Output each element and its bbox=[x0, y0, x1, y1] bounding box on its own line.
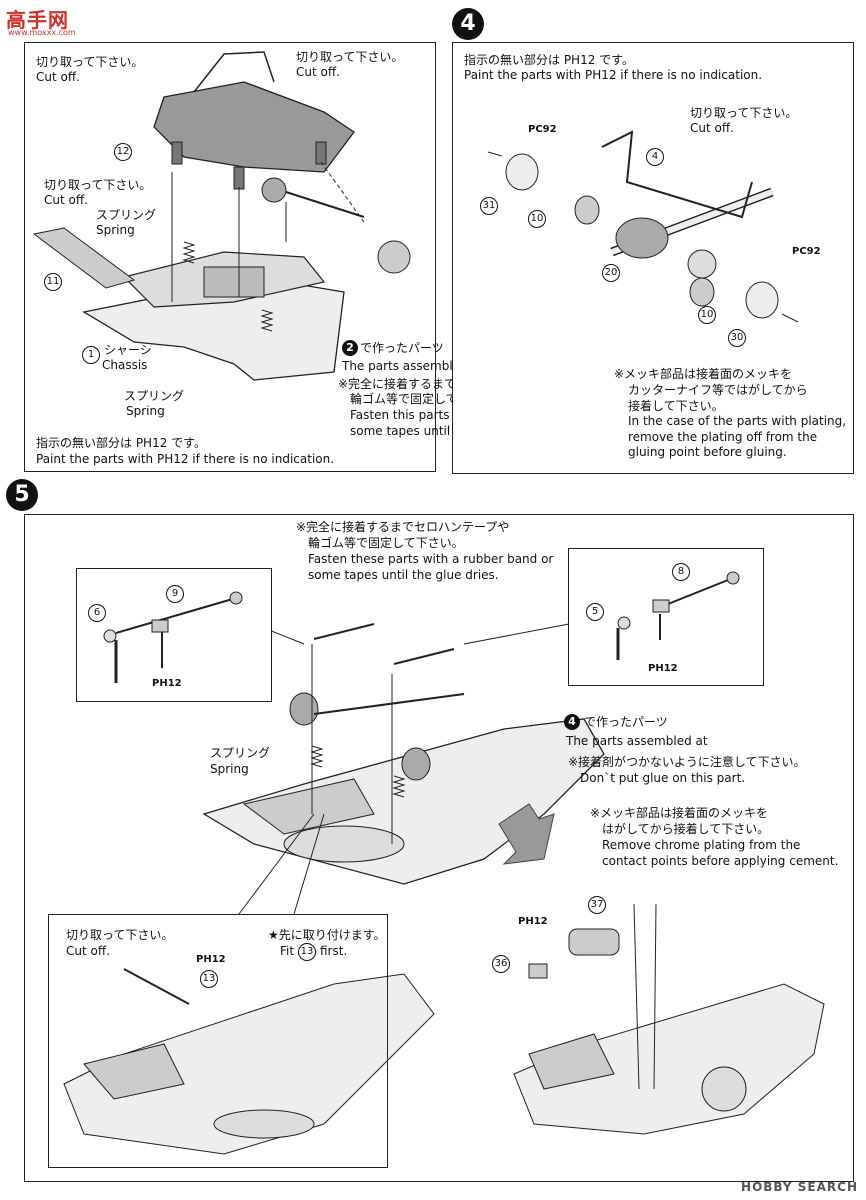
step4-plating-en1: In the case of the parts with plating, bbox=[628, 414, 847, 428]
step5-fit-jp: ★先に取り付けます。 bbox=[268, 928, 386, 942]
step5-inset-right-illustration bbox=[616, 571, 740, 660]
step5-inset-bottom bbox=[48, 914, 388, 1168]
step3-chassis-en: Chassis bbox=[102, 358, 148, 372]
part-36: 36 bbox=[492, 955, 510, 973]
step-ref-2-badge: 2 bbox=[342, 340, 358, 356]
step5-spring-jp: スプリング bbox=[210, 746, 271, 760]
step5-fit-en-pre: Fit bbox=[280, 944, 295, 958]
step4-pc-1: PC92 bbox=[528, 124, 557, 135]
step5-ph-right: PH12 bbox=[648, 663, 678, 674]
step4-plating-jp1: ※メッキ部品は接着面のメッキを bbox=[614, 367, 793, 381]
step3-paint-jp: 指示の無い部分は PH12 です。 bbox=[36, 436, 206, 450]
step4-plating-jp2: カッターナイフ等ではがしてから bbox=[628, 383, 808, 397]
part-37: 37 bbox=[588, 896, 606, 914]
step5-chrome-en1: Remove chrome plating from the bbox=[602, 838, 801, 852]
part-10a: 10 bbox=[528, 210, 546, 228]
site-url: www.moxxx.com bbox=[8, 28, 76, 37]
step5-chrome-jp1: ※メッキ部品は接着面のメッキを bbox=[590, 806, 769, 820]
step4-illustration bbox=[487, 130, 799, 323]
step3-spring-2-en: Spring bbox=[126, 404, 165, 418]
part-10b: 10 bbox=[698, 306, 716, 324]
part-11: 11 bbox=[44, 273, 62, 291]
step4-paint-en: Paint the parts with PH12 if there is no… bbox=[464, 68, 763, 82]
step3-cutoff-1-en: Cut off. bbox=[36, 70, 80, 84]
step5-ph-37: PH12 bbox=[518, 916, 548, 927]
step4-pc-2: PC92 bbox=[792, 246, 821, 257]
step5-chrome-jp2: はがしてから接着して下さい。 bbox=[602, 822, 770, 836]
step5-fit-en-post: first. bbox=[320, 944, 348, 958]
step3-cutoff-2-en: Cut off. bbox=[296, 65, 340, 79]
part-9: 9 bbox=[166, 585, 184, 603]
step4-panel bbox=[452, 42, 854, 474]
step3-spring-1-jp: スプリング bbox=[96, 208, 157, 222]
step3-chassis-jp: シャーシ bbox=[104, 343, 152, 357]
step3-spring-1-en: Spring bbox=[96, 223, 135, 237]
part-12: 12 bbox=[114, 143, 132, 161]
site-logo: 高手网 bbox=[6, 8, 69, 32]
step3-cutoff-3-en: Cut off. bbox=[44, 193, 88, 207]
step4-badge: 4 bbox=[452, 8, 484, 40]
step5-note-en1: Fasten these parts with a rubber band or bbox=[308, 552, 554, 566]
step3-assembled-en: The parts assembled at bbox=[342, 359, 484, 373]
step5-spring-en: Spring bbox=[210, 762, 249, 776]
step5-note-en2: some tapes until the glue dries. bbox=[308, 568, 499, 582]
step-ref-4-badge: 4 bbox=[564, 714, 580, 730]
step3-cutoff-2-jp: 切り取って下さい。 bbox=[296, 50, 404, 64]
step3-cutoff-3-jp: 切り取って下さい。 bbox=[44, 178, 152, 192]
step5-badge: 5 bbox=[6, 479, 38, 511]
step4-plating-en3: gluing point before gluing. bbox=[628, 445, 787, 459]
part-8: 8 bbox=[672, 563, 690, 581]
step5-noglue-jp: ※接着剤がつかないように注意して下さい。 bbox=[568, 755, 806, 769]
part-20: 20 bbox=[602, 264, 620, 282]
step5-noglue-en: Don`t put glue on this part. bbox=[580, 771, 746, 785]
step5-chrome-en2: contact points before applying cement. bbox=[602, 854, 839, 868]
step5-assembled-en: The parts assembled at bbox=[566, 734, 708, 748]
part-31: 31 bbox=[480, 197, 498, 215]
part-13: 13 bbox=[200, 970, 218, 988]
step4-plating-jp3: 接着して下さい。 bbox=[628, 399, 724, 413]
step5-cutoff-en: Cut off. bbox=[66, 944, 110, 958]
step4-cutoff-jp: 切り取って下さい。 bbox=[690, 106, 798, 120]
step3-cutoff-1-jp: 切り取って下さい。 bbox=[36, 55, 144, 69]
step5-cutoff-jp: 切り取って下さい。 bbox=[66, 928, 174, 942]
step3-paint-en: Paint the parts with PH12 if there is no… bbox=[36, 452, 335, 466]
step5-ph-13: PH12 bbox=[196, 954, 226, 965]
step5-main-illustration bbox=[63, 623, 825, 1155]
part-30: 30 bbox=[728, 329, 746, 347]
step5-note-jp1: ※完全に接着するまでセロハンテープや bbox=[296, 520, 510, 534]
part-4: 4 bbox=[646, 148, 664, 166]
step5-assembled-jp: で作ったパーツ bbox=[584, 715, 668, 729]
fit-part-13: 13 bbox=[298, 943, 316, 961]
step3-assembled-jp: で作ったパーツ bbox=[360, 341, 444, 355]
hobby-search-watermark: HOBBY SEARCH bbox=[741, 1180, 858, 1194]
step5-note-jp2: 輪ゴム等で固定して下さい。 bbox=[308, 536, 464, 550]
step4-cutoff-en: Cut off. bbox=[690, 121, 734, 135]
step5-ph-left: PH12 bbox=[152, 678, 182, 689]
step4-plating-en2: remove the plating off from the bbox=[628, 430, 818, 444]
step3-illustration bbox=[32, 51, 411, 381]
step5-inset-left-illustration bbox=[103, 591, 243, 683]
step3-spring-2-jp: スプリング bbox=[124, 389, 185, 403]
part-5: 5 bbox=[586, 603, 604, 621]
step4-paint-jp: 指示の無い部分は PH12 です。 bbox=[464, 53, 634, 67]
part-1: 1 bbox=[82, 346, 100, 364]
part-6: 6 bbox=[88, 604, 106, 622]
